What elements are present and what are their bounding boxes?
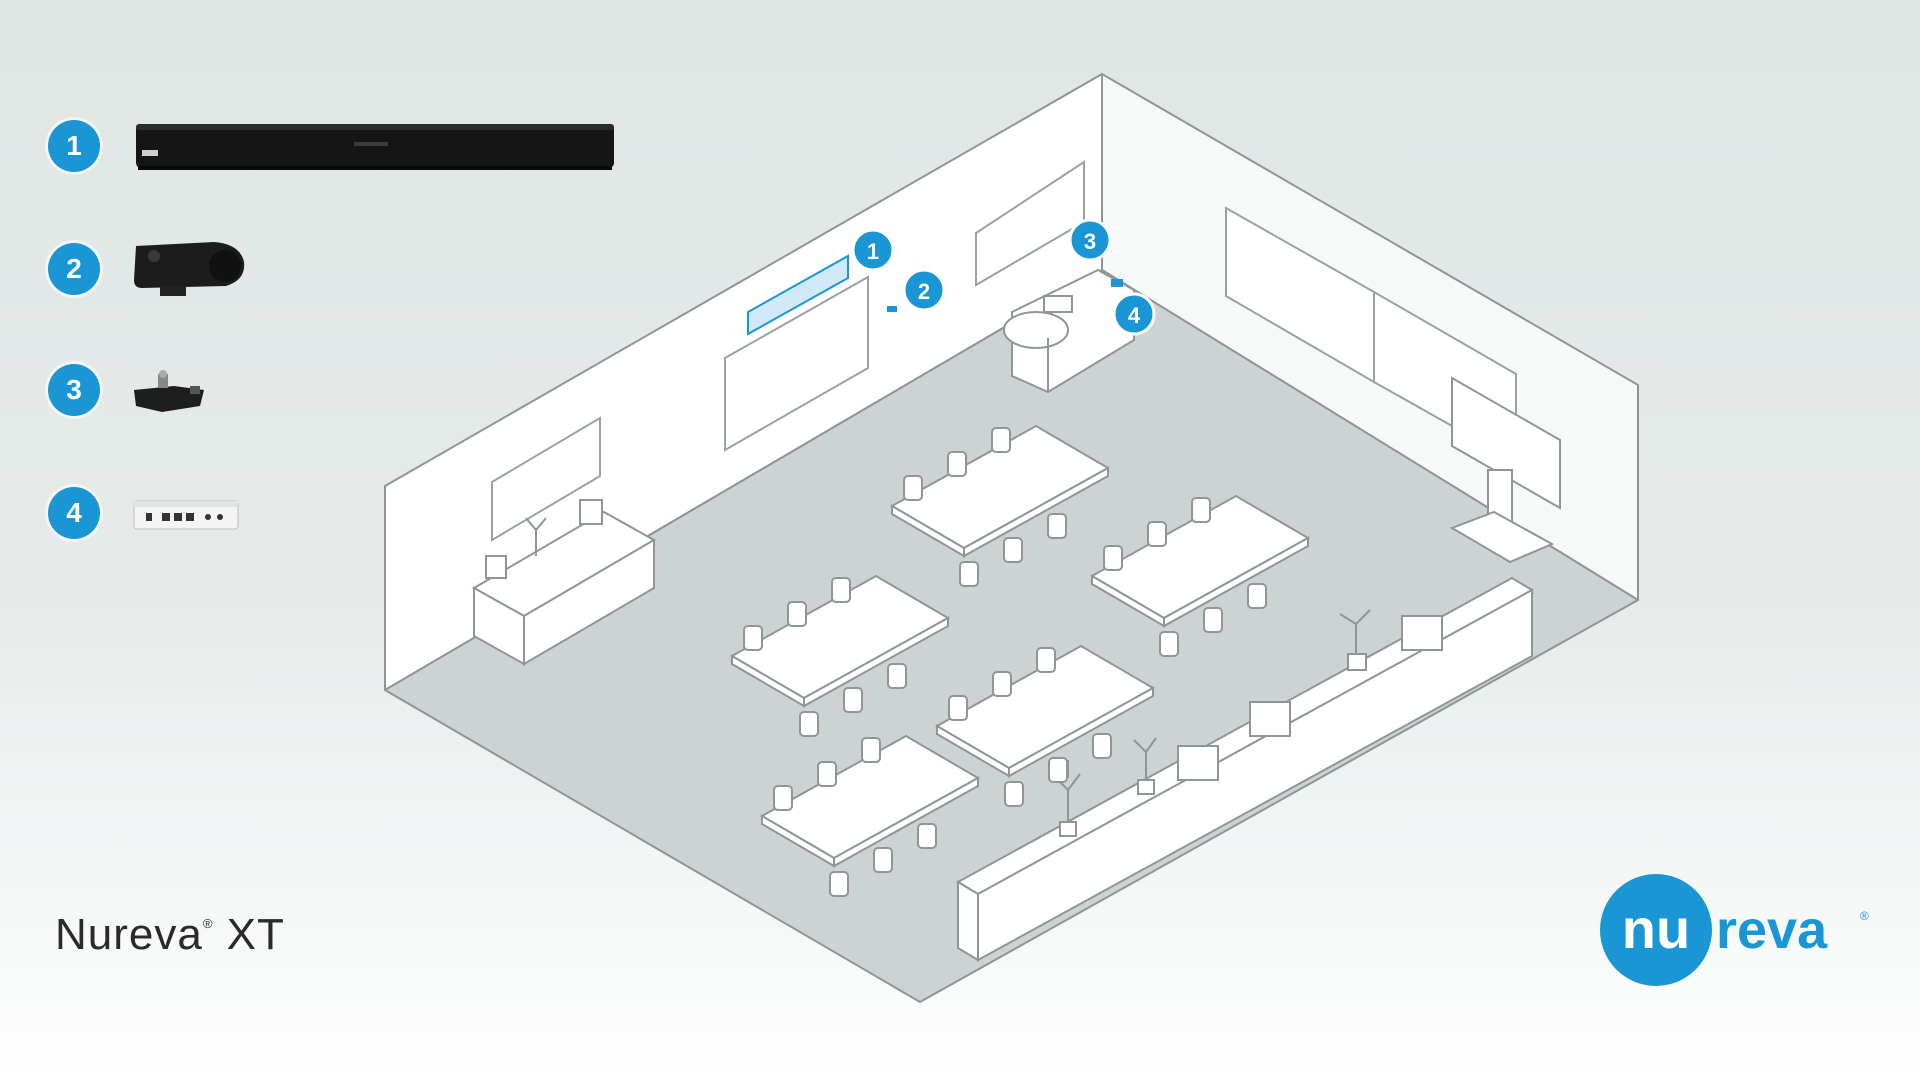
long-counter — [955, 576, 1535, 962]
classroom-chair — [1048, 757, 1068, 783]
product-suffix: XT — [213, 910, 285, 959]
table-edge — [1008, 686, 1154, 778]
legend-number-3: 3 — [48, 364, 100, 416]
classroom-chair — [873, 847, 893, 873]
wall-board-small — [491, 416, 601, 542]
classroom-chair — [1047, 513, 1067, 539]
mount-image — [134, 370, 204, 412]
whiteboard-left — [724, 275, 869, 452]
nureva-logo: nu reva ® — [1600, 874, 1869, 986]
logo-registered-mark: ® — [1860, 909, 1869, 923]
classroom-chair — [1092, 733, 1112, 759]
classroom-chair — [1191, 497, 1211, 523]
classroom-chair — [787, 601, 807, 627]
callout-circle-2 — [902, 268, 946, 312]
camera-image — [134, 242, 245, 296]
classroom-chair — [959, 561, 979, 587]
table-edge — [1163, 536, 1309, 628]
audio-bar-image — [136, 124, 614, 170]
classroom-chair — [947, 451, 967, 477]
callout-label-4: 4 — [1128, 303, 1141, 328]
callout-circle-1 — [851, 228, 895, 272]
table-edge — [803, 616, 949, 708]
table-edge — [833, 776, 979, 868]
classroom-chair — [743, 625, 763, 651]
classroom-chair — [1247, 583, 1267, 609]
callout-circle-3 — [1068, 218, 1112, 262]
room-floor — [384, 269, 1639, 1003]
classroom-chair — [831, 577, 851, 603]
classroom-chair — [991, 427, 1011, 453]
classroom-chair — [887, 663, 907, 689]
classroom-chair — [843, 687, 863, 713]
wall-camera — [887, 306, 897, 312]
classroom-chair — [799, 711, 819, 737]
callout-label-1: 1 — [867, 239, 879, 264]
product-name: Nureva — [55, 910, 203, 959]
classroom-chair — [1159, 631, 1179, 657]
classroom-chair — [817, 761, 837, 787]
classroom-chair — [1147, 521, 1167, 547]
product-title: Nureva® XT — [55, 910, 285, 960]
table-edge — [963, 466, 1109, 558]
logo-circle — [1600, 874, 1712, 986]
classroom-chair — [903, 475, 923, 501]
classroom-chair — [992, 671, 1012, 697]
legend-number-2: 2 — [48, 243, 100, 295]
callout-label-3: 3 — [1084, 229, 1096, 254]
logo-reva: reva — [1716, 900, 1828, 960]
room-callouts: 1 2 3 4 — [851, 218, 1156, 336]
left-cabinet — [471, 499, 657, 666]
classroom-chair — [773, 785, 793, 811]
callout-circle-4 — [1112, 292, 1156, 336]
classroom-chair — [1004, 781, 1024, 807]
legend-number-4: 4 — [48, 487, 100, 539]
classroom-chair — [1036, 647, 1056, 673]
teacher-desk — [1003, 268, 1135, 394]
classroom-chair — [1103, 545, 1123, 571]
callout-label-2: 2 — [918, 279, 930, 304]
connect-module-image — [133, 500, 239, 530]
legend-number-1: 1 — [48, 120, 100, 172]
wall-audio-bar — [747, 254, 849, 336]
logo-nu: nu — [1622, 897, 1690, 960]
classroom-chair — [948, 695, 968, 721]
classroom-chair — [829, 871, 849, 897]
classroom-chair — [1203, 607, 1223, 633]
classroom-chair — [1003, 537, 1023, 563]
display-stand — [1449, 376, 1561, 564]
classroom-chair — [917, 823, 937, 849]
classroom-chair — [861, 737, 881, 763]
product-registered-mark: ® — [202, 916, 214, 931]
